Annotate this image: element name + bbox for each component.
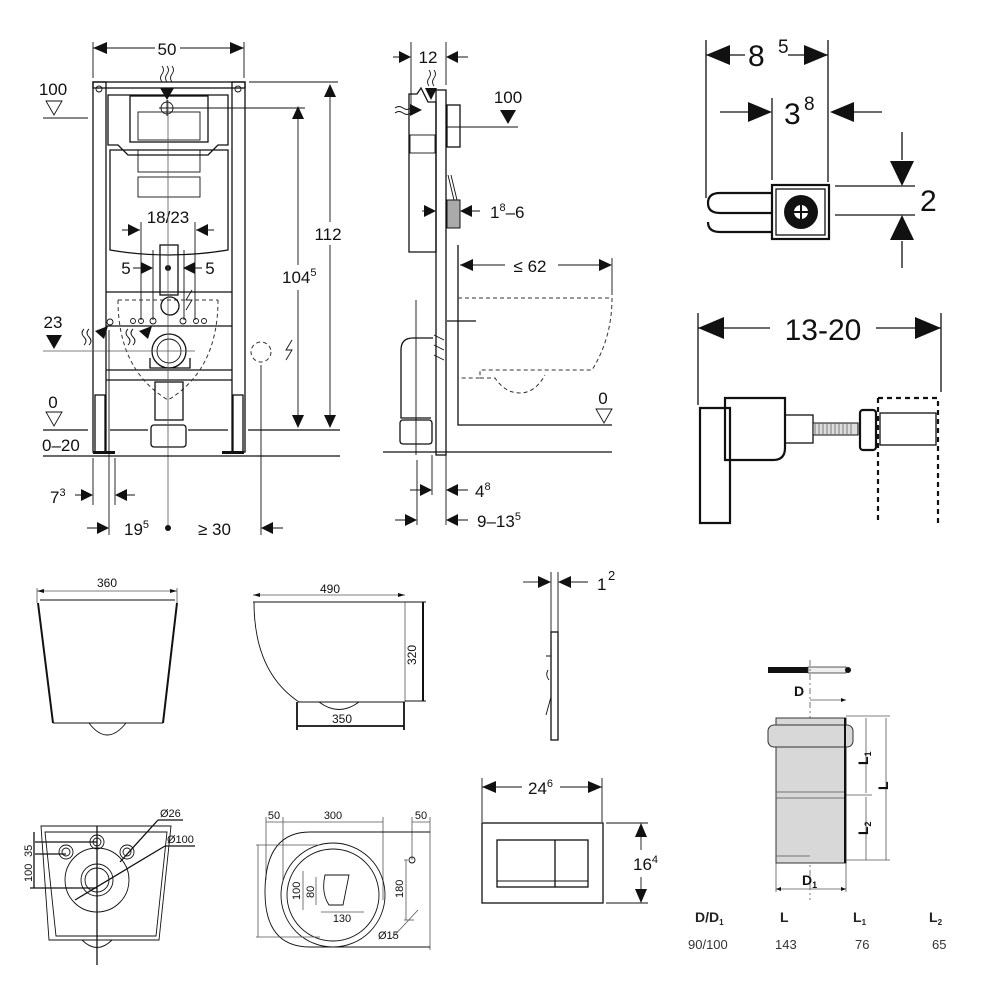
- dim-bracket-width-sup: 5: [778, 37, 789, 58]
- dim-bracket-inner: 3: [784, 98, 801, 131]
- dim-bolt-spacing: 180: [394, 880, 406, 898]
- dim-outlet-width: 130: [333, 913, 351, 925]
- dim-offset-right: 5: [205, 259, 214, 278]
- flush-plate-front-view: 246 164: [481, 778, 658, 904]
- dim-side-min: ≥ 30: [198, 520, 231, 539]
- label-l2: L2: [855, 821, 873, 835]
- dim-projection: ≤ 62: [514, 257, 547, 276]
- table-cell: 76: [855, 937, 869, 952]
- dim-bowl-height: 320: [405, 645, 419, 665]
- level-marker-filled: [46, 335, 62, 349]
- pipe-spec-table: D/D1 L L1 L2 90/100 143 76 65: [688, 909, 946, 952]
- dim-top-margin-left: 50: [268, 810, 280, 822]
- label-hole-small: Ø26: [160, 808, 181, 820]
- dim-outlet-height: 100: [291, 882, 303, 900]
- label-l1: L1: [855, 751, 873, 765]
- dim-total-height: 112: [314, 225, 341, 244]
- dim-plate-width: 246: [528, 778, 553, 798]
- table-header-l2: L2: [929, 909, 943, 927]
- dim-bracket-width: 8: [748, 40, 765, 73]
- table-cell: 90/100: [688, 937, 728, 952]
- level-marker-open: [45, 100, 63, 116]
- dim-plate-thickness: 1: [597, 575, 606, 594]
- label-bolt-hole: Ø15: [378, 930, 399, 942]
- dim-frame-depth: 12: [419, 48, 438, 67]
- bracket-top-detail: 8 5 3 8 2: [705, 37, 937, 268]
- dim-plate-height: 164: [633, 854, 658, 874]
- label-side-level-100: 100: [494, 88, 522, 107]
- dim-actuation-height: 1045: [282, 267, 317, 287]
- dim-frame-width: 50: [158, 40, 177, 59]
- label-side-level-0: 0: [598, 389, 607, 408]
- label-d1: D1: [802, 872, 817, 890]
- frame-front-view: 50 100 18/23 5 5: [39, 40, 342, 539]
- dim-offset-left: 5: [121, 259, 130, 278]
- dim-bowl-width: 360: [97, 576, 117, 590]
- dim-foot-offset: 73: [50, 487, 66, 507]
- table-cell: 65: [932, 937, 946, 952]
- table-header-d-d1: D/D1: [695, 909, 724, 927]
- bowl-rear-view: Ø26 Ø100 35 100: [23, 808, 195, 965]
- dim-bowl-base: 350: [332, 712, 352, 726]
- dim-bracket-inner-sup: 8: [804, 94, 815, 115]
- bowl-side-view: 490 320 350: [253, 582, 426, 730]
- dim-top-width: 300: [324, 810, 342, 822]
- bracket-bottom-detail: 13-20: [697, 313, 942, 525]
- table-header-l: L: [780, 909, 789, 925]
- dim-bracket-length: 13-20: [785, 314, 862, 347]
- pipe-connector-detail: D L1 L L2 D1: [767, 660, 891, 900]
- frame-side-view: 12 100 18–6 ≤ 62: [383, 42, 613, 531]
- dim-bowl-length: 490: [320, 582, 340, 596]
- dim-outlet-inner: 80: [305, 886, 317, 898]
- label-d: D: [794, 683, 804, 699]
- bowl-front-view: 360: [36, 576, 178, 736]
- dim-foot-depth: 48: [475, 481, 491, 501]
- label-level-0: 0: [48, 393, 57, 412]
- dim-center-offset: 195: [124, 519, 149, 539]
- flush-plate-side-view: 1 2: [523, 568, 615, 741]
- bowl-top-view: 50 300 50 100 80 130 180 Ø15: [256, 810, 431, 950]
- label-l: L: [875, 781, 891, 790]
- dim-wall-gap: 9–135: [477, 511, 521, 531]
- label-level-23: 23: [44, 313, 63, 332]
- dim-plate-thickness-sup: 2: [608, 568, 615, 583]
- dim-bracket-height: 2: [920, 185, 937, 218]
- label-hole-large: Ø100: [167, 834, 194, 846]
- label-level-100: 100: [39, 80, 67, 99]
- dim-rear-offset-100: 100: [23, 864, 35, 882]
- table-header-l1: L1: [853, 909, 867, 927]
- label-floor-range: 0–20: [42, 436, 80, 455]
- table-cell: 143: [775, 937, 797, 952]
- dim-panel-thickness: 18–6: [490, 202, 525, 222]
- dim-top-margin-right: 50: [415, 810, 427, 822]
- dim-rear-offset-35: 35: [23, 845, 35, 857]
